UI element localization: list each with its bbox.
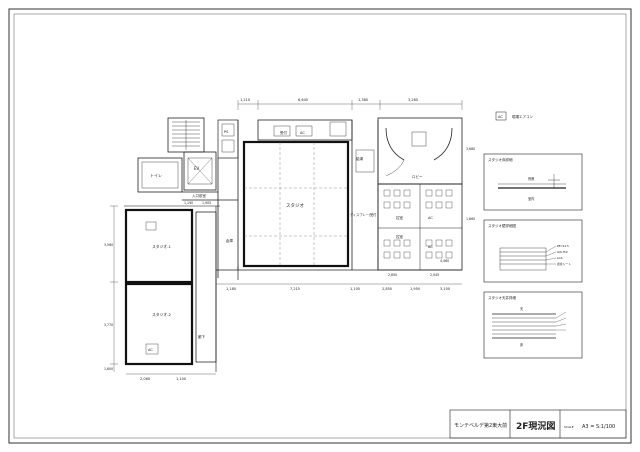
room-label-display: ディスプレー/受付	[350, 212, 377, 217]
dim-misc-4: 2,945	[430, 273, 439, 277]
entrance-corridor	[182, 120, 239, 278]
legend-key-label: AC	[498, 115, 503, 119]
room-label-ps: PS	[224, 130, 229, 134]
dim-misc-1: 1,190	[184, 201, 193, 205]
inner-border	[13, 13, 627, 439]
title-block-scale-label: SCALE	[564, 425, 574, 429]
right-wing	[377, 117, 463, 271]
title-block-project: モンテベルデ第2東大前	[454, 422, 507, 429]
room-label-entrance: 入口前室	[192, 193, 206, 198]
ac-label-4: AC	[148, 348, 153, 352]
right-corridor	[351, 120, 379, 270]
toilet-ev-block	[137, 151, 217, 193]
room-label-storage: 倉庫	[226, 238, 233, 243]
title-block	[449, 409, 627, 439]
title-block-scale-value: A3 = S:1/100	[582, 424, 615, 430]
detail-3-label-2: 床	[520, 342, 524, 347]
room-label-studio-b: スタジオ-2	[152, 312, 172, 317]
dim-misc-7: 1,860	[466, 217, 475, 221]
left-studios	[124, 205, 220, 372]
dim-misc-2: 1,905	[202, 201, 211, 205]
detail-2-label-3: LGS	[557, 256, 563, 260]
dim-bottom-6: 2,850	[382, 287, 392, 291]
main-studio	[242, 140, 350, 268]
ac-label-1: AC	[300, 131, 305, 135]
dim-top-1: 1,210	[240, 98, 250, 102]
room-label-ev: EV	[194, 166, 200, 171]
dim-bottom-8: 3,100	[440, 287, 450, 291]
stairwell	[167, 117, 205, 153]
detail-3-label-1: 天	[520, 307, 524, 311]
dim-misc-6: 3,680	[466, 147, 475, 151]
ac-label-3: AC	[428, 245, 433, 249]
room-label-counter: 受付	[280, 130, 288, 135]
room-label-studio-main: スタジオ	[286, 202, 304, 209]
legend-key	[495, 111, 507, 121]
room-label-dressing-2: 控室	[396, 234, 404, 239]
outer-border	[8, 8, 632, 444]
dim-left-1: 3,560	[104, 243, 113, 247]
detail-box-2	[483, 219, 583, 283]
top-dimensions	[237, 100, 463, 110]
detail-2-label-4: 遮音シート	[557, 262, 571, 266]
top-middle-room	[257, 119, 353, 141]
detail-2-title: スタジオ壁詳細図	[488, 223, 516, 228]
dim-bottom-5: 1,105	[350, 287, 360, 291]
title-block-drawing-title: 2F現況図	[516, 420, 555, 432]
bottom-dimensions	[126, 283, 462, 375]
detail-box-1	[483, 153, 583, 211]
left-dimensions	[110, 205, 118, 372]
dim-top-3: 1,380	[358, 98, 368, 102]
ps-shaft	[217, 119, 239, 159]
room-label-studio-a: スタジオ-1	[152, 244, 172, 249]
dim-misc-3: 2,850	[388, 273, 397, 277]
dim-bottom-7: 1,950	[410, 287, 420, 291]
detail-3-title: スタジオ天井詳細	[488, 295, 516, 300]
ac-label-2: AC	[428, 216, 433, 220]
room-label-toilet: トイレ	[150, 173, 162, 178]
dim-top-4: 3,265	[408, 98, 418, 102]
dim-left-3: 1,600	[104, 367, 113, 371]
detail-1-label-1: 畳敷	[528, 176, 535, 181]
room-label-waiting: ロビー	[412, 174, 423, 179]
main-floor-bottom	[216, 266, 462, 280]
detail-1-label-2: 室内	[528, 196, 534, 201]
room-label-corridor: 廊下	[198, 334, 205, 339]
dim-bottom-1: 2,060	[140, 377, 150, 381]
detail-2-label-1: PB t12.5	[557, 244, 569, 248]
dim-misc-5: 4,460	[440, 259, 449, 263]
detail-2-label-2: GW t50	[557, 250, 568, 254]
dim-bottom-2: 1,100	[176, 377, 186, 381]
dim-left-2: 3,770	[104, 323, 113, 327]
room-label-dressing-1: 控室	[396, 215, 404, 220]
detail-box-3	[483, 291, 583, 359]
detail-1-title: スタジオ床詳細	[488, 157, 513, 162]
dim-top-2: 6,645	[298, 98, 308, 102]
dim-bottom-4: 7,215	[290, 287, 300, 291]
legend-key-description: 現場エアコン	[512, 114, 533, 119]
dim-bottom-3: 1,180	[226, 287, 236, 291]
room-label-kitchen: 給湯	[356, 156, 364, 161]
